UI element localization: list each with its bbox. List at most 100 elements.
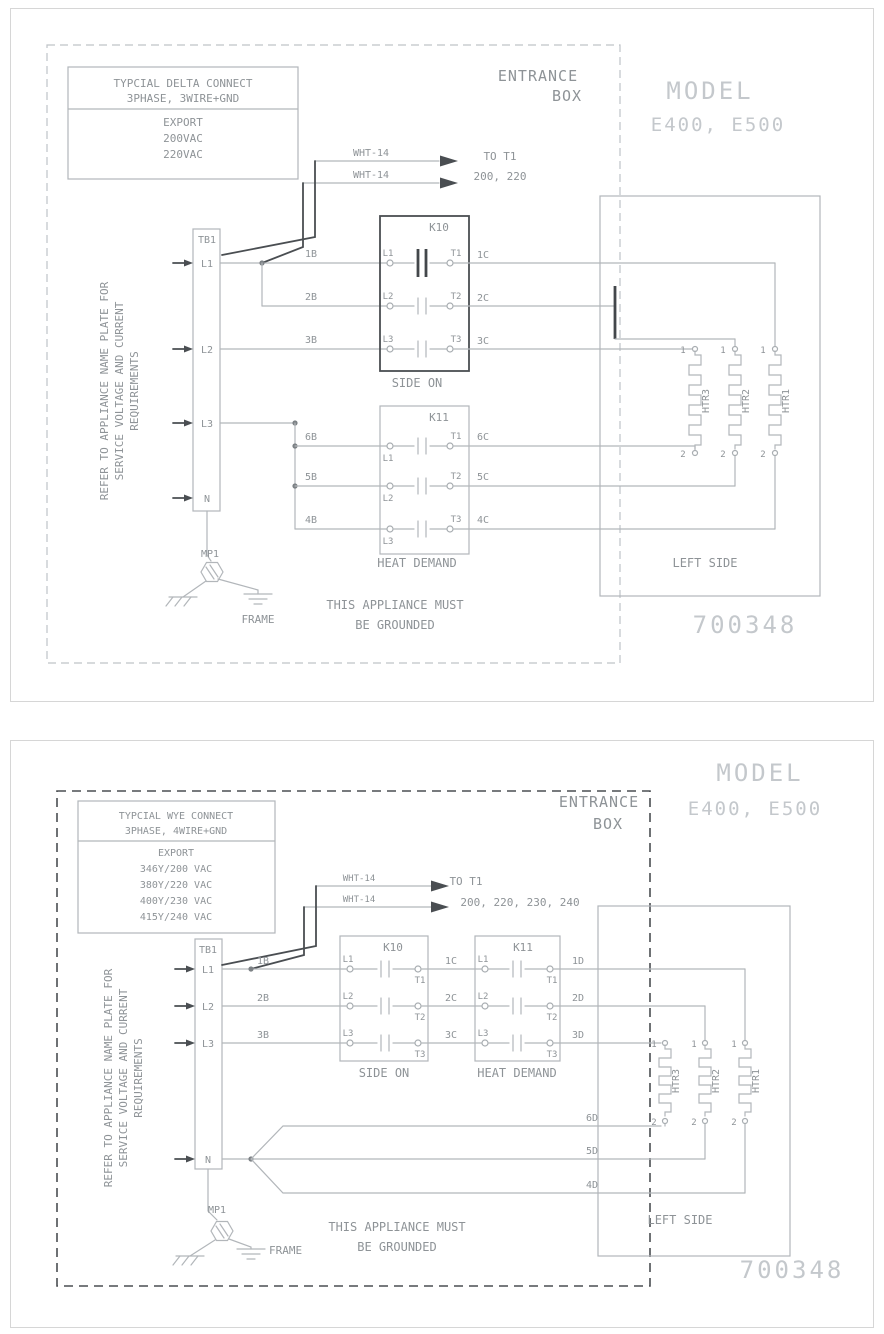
heater-terminal-1: 1 — [720, 346, 725, 356]
pole-in-label: L3 — [383, 537, 394, 547]
refer-note-line2: SERVICE VOLTAGE AND CURRENT — [113, 301, 126, 480]
frame-label: FRAME — [269, 1244, 302, 1257]
heater-terminal-1: 1 — [651, 1040, 656, 1050]
entrance-label-1: ENTRANCE — [498, 67, 578, 85]
refer-note-line2: SERVICE VOLTAGE AND CURRENT — [117, 988, 130, 1167]
k10-pole-1: L1 T1 — [383, 249, 462, 277]
k11-outline — [474, 935, 561, 1062]
heater-terminal-2: 2 — [720, 450, 725, 460]
k10-label: K10 — [383, 941, 403, 954]
terminal-label-n: N — [205, 1155, 211, 1166]
voltage-option: 400Y/230 VAC — [140, 896, 212, 907]
entrance-box: ENTRANCE BOX — [46, 44, 621, 664]
earth-ground-icon — [228, 1238, 266, 1260]
to-t1-voltages: 200, 220 — [474, 170, 527, 183]
wht-wire-label: WHT-14 — [353, 148, 389, 159]
entrance-box-outline — [46, 44, 621, 664]
left-side-outline — [597, 905, 791, 1257]
voltage-option: 346Y/200 VAC — [140, 864, 212, 875]
wye-diagram-panel: ENTRANCE BOX MODEL E400, E500 TYPCIAL WY… — [10, 740, 874, 1328]
terminal-label-l3: L3 — [201, 419, 213, 430]
wire-label-3d: 3D — [572, 1030, 584, 1041]
heater-name: HTR2 — [741, 389, 752, 413]
entrance-label-2: BOX — [593, 815, 623, 833]
wire-label-1c: 1C — [445, 956, 457, 967]
heater-terminal-1: 1 — [680, 346, 685, 356]
wht-wire-label: WHT-14 — [343, 874, 376, 884]
to-t1-label: TO T1 — [449, 875, 482, 888]
entrance-box: ENTRANCE BOX — [56, 790, 651, 1287]
wire-label-3b: 3B — [257, 1030, 269, 1041]
wire-label-5d: 5D — [586, 1146, 598, 1157]
heater-htr1: 1 2 HTR1 — [760, 345, 792, 460]
left-side-label: LEFT SIDE — [672, 556, 737, 570]
wire-arrow — [431, 901, 449, 913]
heater-htr3: 1 2 HTR3 — [651, 1039, 682, 1128]
refer-note: REFER TO APPLIANCE NAME PLATE FOR SERVIC… — [102, 968, 145, 1187]
wire-label-4b: 4B — [305, 515, 317, 526]
heater-htr1: 1 2 HTR1 — [731, 1039, 762, 1128]
heater-bank: 1 2 HTR3 1 2 HTR2 1 2 HTR1 LEFT SIDE — [597, 905, 791, 1257]
wire-label-2d: 2D — [572, 993, 584, 1004]
contactor-k11: K11 L1 T1 L2 T2 L3 T3 HEAT DEMAND — [377, 405, 470, 570]
pole-in-label: L3 — [343, 1029, 354, 1039]
pole-out-label: T3 — [451, 335, 462, 345]
to-t1-voltages: 200, 220, 230, 240 — [460, 896, 579, 909]
k11-pole-3: L3 T3 — [478, 1029, 558, 1060]
terminal-label-l2: L2 — [201, 345, 213, 356]
wire-label-2b: 2B — [305, 292, 317, 303]
k11-input-wires: 6B 5B 4B — [219, 420, 388, 530]
contactor-k10: K10 L1 T1 L2 T2 L3 T3 SIDE ON — [339, 935, 429, 1080]
pole-out-label: T1 — [451, 249, 462, 259]
heater-name: HTR3 — [701, 389, 712, 413]
output-wires: 1D 2D 3D — [552, 956, 746, 1044]
grounded-note-1: THIS APPLIANCE MUST — [326, 598, 463, 612]
heater-terminal-2: 2 — [680, 450, 685, 460]
heater-name: HTR3 — [671, 1069, 682, 1093]
pole-out-label: T1 — [415, 976, 426, 986]
wire-label-2b: 2B — [257, 993, 269, 1004]
k10-pole-2: L2 T2 — [343, 992, 426, 1023]
wire-label-6b: 6B — [305, 432, 317, 443]
part-number: 700348 — [693, 611, 798, 639]
info-box-outline — [67, 66, 299, 180]
heater-name: HTR1 — [751, 1069, 762, 1093]
wht-transformer-wires: WHT-14 WHT-14 TO T1 200, 220, 230, 240 — [221, 874, 580, 970]
voltage-option: 415Y/240 VAC — [140, 912, 212, 923]
riser-wire — [250, 906, 305, 970]
service-entry-arrow — [172, 259, 193, 502]
heater-terminal-2: 2 — [760, 450, 765, 460]
k10-outline — [379, 215, 470, 372]
pole-out-label: T2 — [451, 472, 462, 482]
k10-pole-3: L3 T3 — [343, 1029, 426, 1060]
heater-terminal-1: 1 — [691, 1040, 696, 1050]
heater-htr2: 1 2 HTR2 — [691, 1039, 722, 1128]
mid-wires: 1C 2C 3C — [420, 956, 483, 1044]
grounded-note-1: THIS APPLIANCE MUST — [328, 1220, 465, 1234]
export-label: EXPORT — [163, 116, 203, 129]
model-numbers: E400, E500 — [688, 798, 822, 820]
refer-note-line1: REFER TO APPLIANCE NAME PLATE FOR — [98, 281, 111, 500]
connect-title-1: TYPCIAL DELTA CONNECT — [113, 77, 252, 90]
wire-label-1b: 1B — [257, 956, 269, 967]
heater-terminal-1: 1 — [760, 346, 765, 356]
k11-outline — [379, 405, 470, 555]
connect-title-2: 3PHASE, 3WIRE+GND — [127, 92, 240, 105]
output-wires: 1C 2C 3C 6C 5C 4C — [452, 250, 776, 530]
k10-outline — [339, 935, 429, 1062]
riser-wire — [261, 182, 304, 264]
heater-name: HTR1 — [781, 389, 792, 413]
pole-in-label: L1 — [343, 955, 354, 965]
pole-out-label: T1 — [451, 432, 462, 442]
k11-pole-1: L1 T1 — [478, 955, 558, 986]
k11-pole-3: L3 T3 — [383, 515, 462, 547]
heater-htr2: 1 2 HTR2 — [720, 345, 752, 460]
wire-label-1b: 1B — [305, 249, 317, 260]
k10-pole-2: L2 T2 — [383, 292, 461, 315]
pole-out-label: T3 — [451, 515, 462, 525]
voltage-option: 220VAC — [163, 148, 203, 161]
k11-caption: HEAT DEMAND — [377, 556, 456, 570]
heater-terminal-1: 1 — [731, 1040, 736, 1050]
model-title: MODEL E400, E500 — [688, 759, 822, 820]
wire-label-4c: 4C — [477, 515, 489, 526]
